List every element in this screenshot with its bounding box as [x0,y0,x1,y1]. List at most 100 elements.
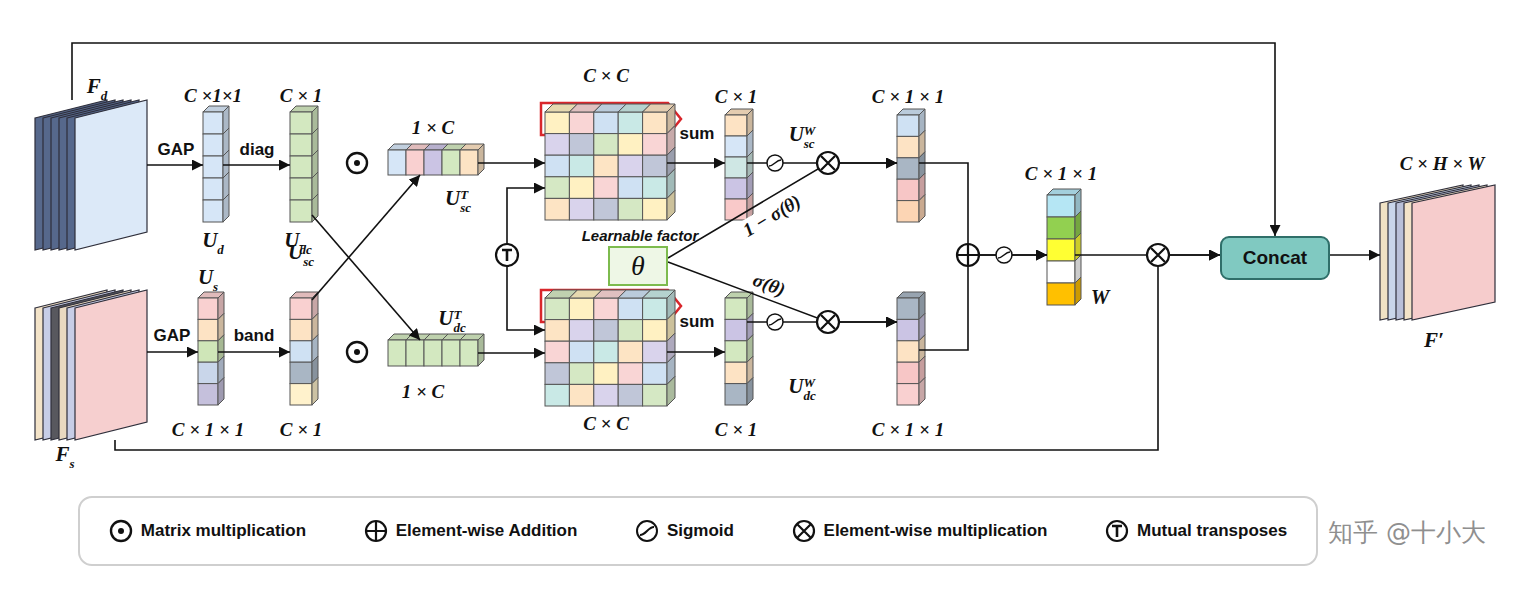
vector-cell [290,319,312,340]
matrix-cell [569,155,593,177]
dimension-label: 1 × C [402,381,445,403]
matrix-cell [545,134,569,156]
vector-cell [897,298,919,319]
symbol-base: F [55,442,69,466]
matrix-cell [569,320,593,342]
symbol-base: U [202,228,217,252]
matrix-cell [618,384,642,406]
matrix-cell [594,112,618,134]
matrix-cell [594,384,618,406]
vector-cell [223,194,229,222]
dimension-label: C × 1 [280,419,323,441]
matrix-cell [643,320,667,342]
dimension-label: C × 1 [280,85,323,107]
vector-cell [312,378,318,405]
vector-cell [290,362,312,383]
vector-cell [290,341,312,362]
multiply-symbol [792,519,816,543]
matrix-cell [545,177,569,199]
vector-cell [203,134,223,156]
matrix-cell [643,198,667,220]
vector-cell [897,158,919,179]
matrix-cell [643,112,667,134]
vector-cell [1047,283,1075,305]
connector [223,164,290,166]
sigmoid-symbol [767,155,783,171]
feature-slab [1412,185,1495,320]
vector-cell [203,156,223,178]
connector [1330,254,1380,256]
edge-label: sum [680,124,715,144]
symbol-base: U [789,122,804,146]
matrix-cell [667,376,675,406]
vector-cell [198,298,218,319]
vector-cell [725,319,747,340]
feature-map: F d [35,100,147,250]
matrix-cell [594,155,618,177]
subscript: sc [460,202,471,214]
matrix-cell [594,134,618,156]
feature-slab [75,100,147,250]
legend-box: Matrix multiplication Element-wise Addit… [78,496,1318,566]
vector-cell [1075,277,1081,305]
matrix-cell [545,298,569,320]
vector-cell [290,298,312,319]
feature-map: F s [35,290,147,440]
matrix-cell [618,112,642,134]
subscript: s [69,458,74,470]
connector [478,352,545,354]
matmul-symbol [347,342,367,362]
symbol-base: U [788,374,803,398]
symbol-base: U [445,186,460,210]
script-pair: Wsc [804,125,816,150]
vector-cell [198,384,218,405]
symbol-base: U [438,306,453,330]
multiply-symbol [817,152,839,174]
matrix-cell [569,112,593,134]
vector-cell [442,150,460,175]
matrix-cell [643,155,667,177]
dimension-label: 1 × C [412,117,455,139]
connector [478,162,545,164]
vector-cell [897,384,919,405]
script-pair: d [101,77,108,102]
vector-cell [1047,217,1075,239]
edge-label: σ(θ) [748,268,790,302]
matrix-cell [594,341,618,363]
subscript: d [217,244,224,256]
script-pair: sc [303,243,314,268]
subscript: dc [453,322,465,334]
subscript: dc [803,390,815,402]
vector-cell [203,112,223,134]
matrix-cell [618,155,642,177]
variable-label: W [1091,285,1110,310]
matrix-cell [618,198,642,220]
vector-cell [897,179,919,200]
variable-label: F d [87,74,108,102]
script-pair: s [213,268,218,293]
matrix-cell [594,320,618,342]
variable-label: UTsc [445,186,471,214]
vector-cell [406,150,424,175]
variable-label: U d [202,228,224,256]
subscript: sc [804,138,816,150]
sigmoid-symbol [635,519,659,543]
legend-item: Matrix multiplication [109,519,306,543]
edge-label: GAP [154,326,191,346]
vector-cell [919,378,925,405]
dimension-label: C × H × W [1400,153,1485,175]
dimension-label: C × 1 × 1 [872,86,944,108]
edge-label: GAP [158,140,195,160]
vector: C × 1 × 1 [897,298,919,405]
script-pair: Tsc [460,189,471,214]
legend-text: Element-wise Addition [396,521,578,541]
matrix-cell [643,134,667,156]
vector-cell [1047,261,1075,283]
connector [919,255,1047,350]
symbol-base: F [87,74,101,98]
add-symbol [957,244,979,266]
legend-item: Sigmoid [635,519,734,543]
legend-text: Element-wise multiplication [824,521,1048,541]
connector [668,163,897,258]
matmul-symbol [109,519,133,543]
